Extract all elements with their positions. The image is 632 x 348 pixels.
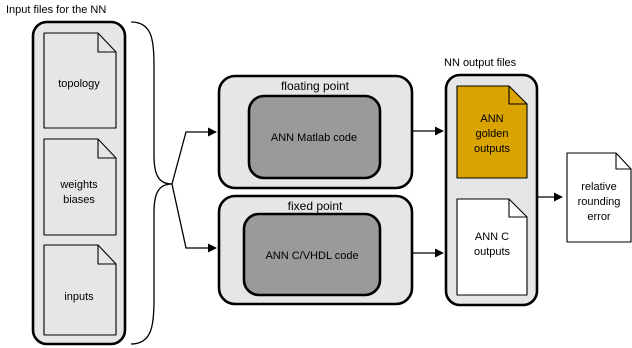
inputs-label: inputs [64, 291, 94, 303]
weights-label: weights [59, 179, 98, 191]
c-outputs-file: ANN C outputs [456, 198, 528, 296]
biases-label: biases [63, 194, 95, 206]
golden-line-2: golden [475, 128, 508, 140]
c-vhdl-code-label: ANN C/VHDL code [265, 250, 358, 262]
arrow-to-floating [171, 127, 217, 185]
inputs-file: inputs [43, 244, 117, 336]
matlab-code-block [247, 94, 382, 180]
topology-file: topology [43, 32, 117, 129]
error-line-1: relative [581, 181, 616, 193]
golden-outputs-file: ANN golden outputs [456, 85, 528, 179]
relative-rounding-error-file: relative rounding error [566, 152, 632, 243]
c-outputs-line-1: ANN C [475, 231, 509, 243]
input-files-title: Input files for the NN [6, 4, 106, 16]
error-line-3: error [587, 211, 611, 223]
topology-label: topology [58, 78, 100, 90]
fixed-point-title: fixed point [288, 199, 343, 213]
floating-point-title: floating point [281, 79, 350, 93]
golden-line-1: ANN [480, 113, 503, 125]
c-outputs-line-2: outputs [474, 246, 511, 258]
c-vhdl-code-block [242, 212, 382, 297]
output-files-title: NN output files [444, 57, 517, 69]
weights-biases-file: weights biases [43, 138, 117, 236]
input-brace [130, 21, 173, 345]
error-line-2: rounding [578, 196, 621, 208]
arrow-to-fixed [171, 183, 217, 253]
matlab-code-label: ANN Matlab code [271, 132, 357, 144]
golden-line-3: outputs [474, 143, 511, 155]
